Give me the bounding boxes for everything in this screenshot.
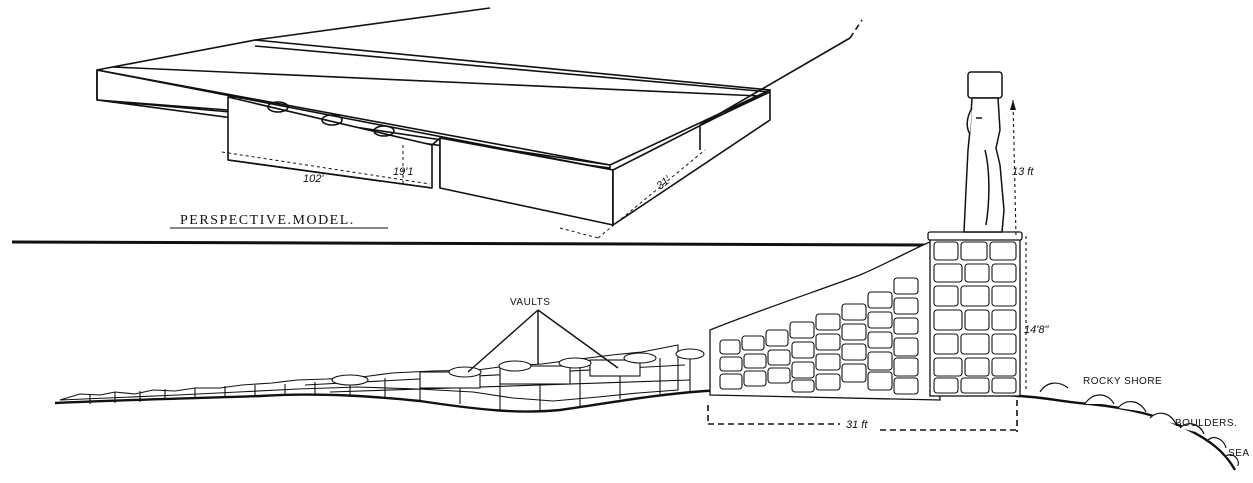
boulders-label: BOULDERS. bbox=[1175, 418, 1237, 429]
vaults-pointers bbox=[467, 309, 619, 373]
perspective-model bbox=[96, 7, 863, 239]
divider-line bbox=[11, 240, 926, 247]
platform-width-dimline bbox=[707, 400, 1018, 432]
sea-label: SEA bbox=[1228, 448, 1250, 459]
statue-height-arrow bbox=[1010, 100, 1016, 110]
moai-statue bbox=[963, 71, 1005, 233]
perspective-length-label: 102' bbox=[303, 173, 324, 185]
platform-width-label: 31 ft bbox=[846, 419, 868, 431]
perspective-title: PERSPECTIVE.MODEL. bbox=[180, 213, 355, 228]
platform-height-label: 14'8" bbox=[1024, 324, 1049, 336]
ramp-masonry bbox=[709, 241, 941, 401]
platform-masonry bbox=[927, 231, 1023, 397]
rocky-shore-label: ROCKY SHORE bbox=[1083, 376, 1162, 387]
shore-boulders bbox=[1039, 382, 1239, 467]
vaults-label: VAULTS bbox=[510, 297, 550, 308]
perspective-height-label: 19'1 bbox=[393, 166, 413, 178]
statue-height-dimline bbox=[1012, 99, 1017, 237]
statue-height-label: 13 ft bbox=[1012, 166, 1034, 178]
pavement-stones bbox=[59, 344, 705, 410]
ground-profile bbox=[54, 388, 1237, 471]
